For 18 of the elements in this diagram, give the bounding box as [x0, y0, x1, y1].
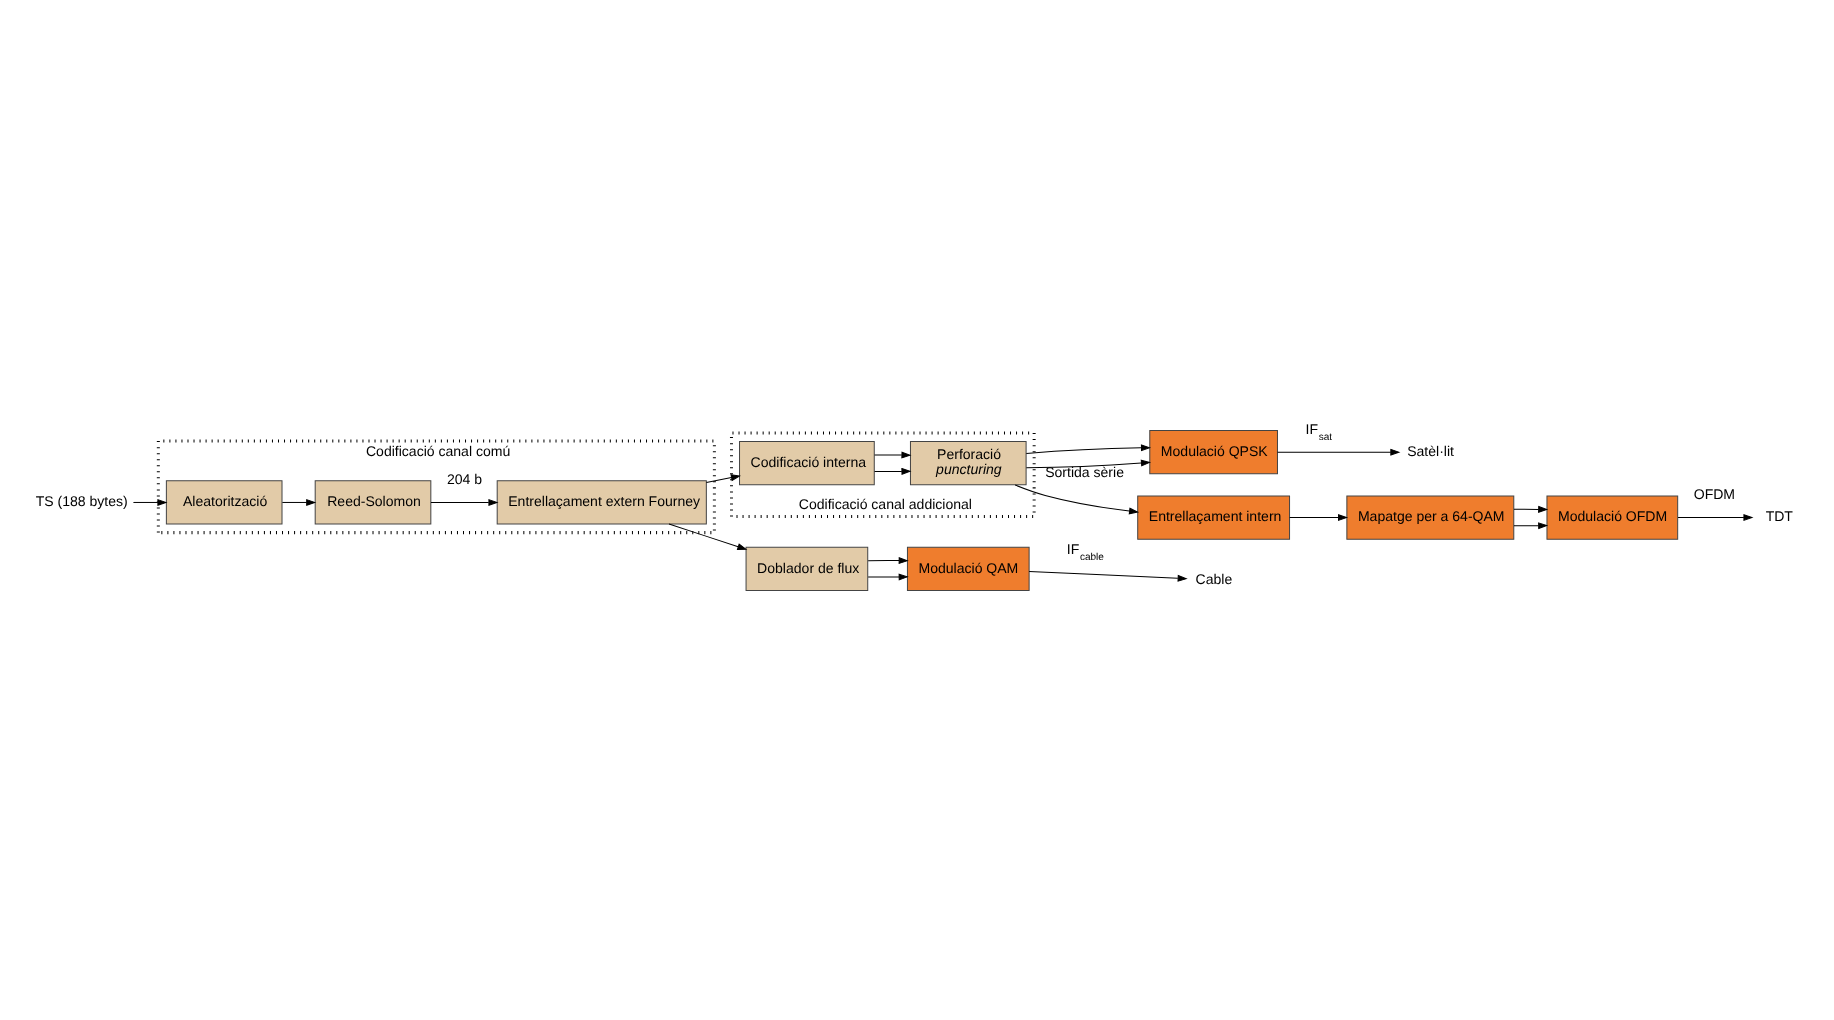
- arrow: [1277, 447, 1401, 455]
- arrow: [1025, 458, 1152, 468]
- arrow: [705, 473, 741, 482]
- arrow: [867, 572, 909, 580]
- arrow: [430, 497, 499, 505]
- arrow: [1513, 504, 1549, 512]
- arrow: [874, 466, 912, 474]
- arrow: [668, 522, 748, 549]
- arrow: [1025, 443, 1152, 453]
- arrow: [1014, 483, 1140, 514]
- arrow: [1677, 513, 1754, 521]
- arrow: [281, 497, 317, 505]
- arrow: [1513, 521, 1549, 529]
- arrow: [132, 497, 168, 505]
- arrow: [867, 556, 909, 564]
- arrow: [1028, 570, 1188, 581]
- arrow: [874, 450, 912, 458]
- arrow: [1289, 513, 1349, 521]
